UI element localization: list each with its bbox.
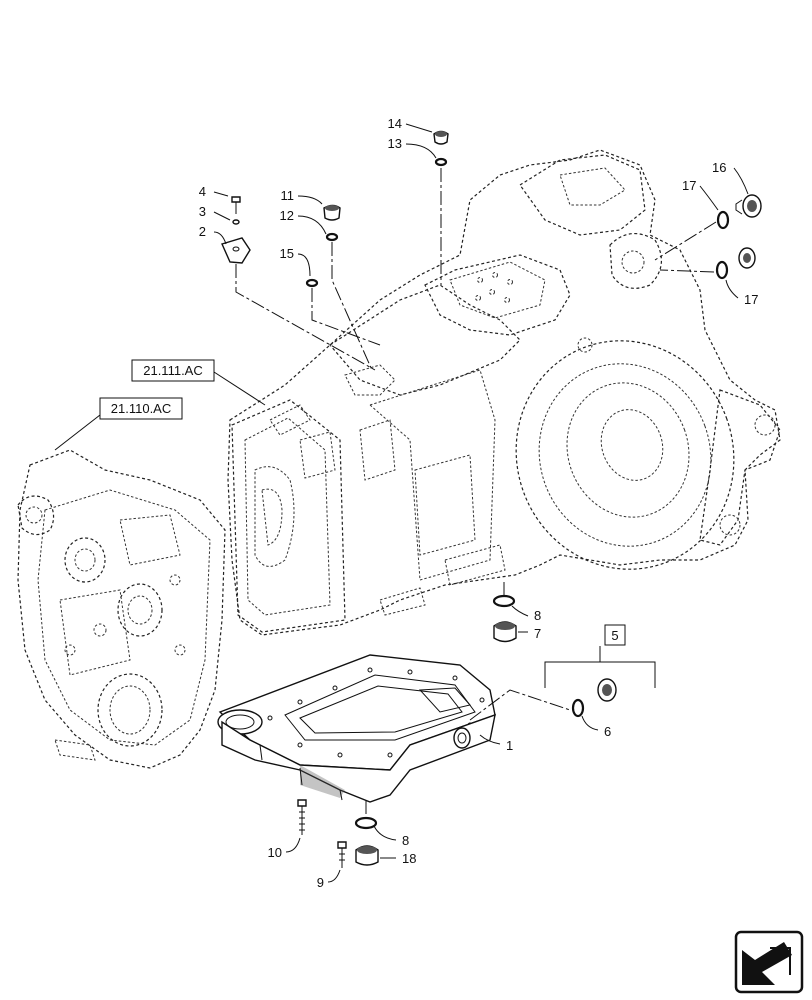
callout-7: 7 <box>534 626 541 641</box>
oring-item-17-upper <box>716 210 730 230</box>
reference-box-front[interactable]: 21.110.AC <box>99 397 183 420</box>
oring-item-15 <box>305 278 319 288</box>
kit-box-5: 5 <box>604 624 626 646</box>
fitting-right-lower <box>738 247 756 269</box>
callout-13: 13 <box>388 136 402 151</box>
plug-item-7 <box>493 621 517 643</box>
oring-item-12 <box>325 232 339 242</box>
bolt-item-10 <box>297 799 307 835</box>
callout-11: 11 <box>281 188 295 203</box>
callout-8-lower: 8 <box>402 833 409 848</box>
callout-12: 12 <box>280 208 294 223</box>
washer-item-3 <box>232 219 240 225</box>
kit-label: 5 <box>611 628 618 643</box>
bolt-item-9 <box>337 841 347 868</box>
plug-item-14 <box>433 130 449 145</box>
reference-front-label: 21.110.AC <box>111 401 171 416</box>
reference-box-rear[interactable]: 21.111.AC <box>131 359 215 382</box>
callout-15: 15 <box>280 246 294 261</box>
oil-pan <box>217 654 496 803</box>
plug-item-5 <box>597 678 617 702</box>
plug-item-11 <box>323 204 341 221</box>
callout-labels: 4 3 2 11 12 15 14 13 16 17 17 8 7 6 1 10… <box>199 116 759 890</box>
oring-item-13 <box>434 157 448 167</box>
oring-item-6 <box>571 698 585 718</box>
oring-item-17-lower <box>715 260 729 280</box>
callout-6: 6 <box>604 724 611 739</box>
callout-16: 16 <box>712 160 726 175</box>
callout-3: 3 <box>199 204 206 219</box>
callout-14: 14 <box>388 116 402 131</box>
reference-rear-label: 21.111.AC <box>143 363 203 378</box>
navigation-arrow-icon[interactable] <box>734 930 804 994</box>
rear-axle-housing <box>227 149 781 636</box>
plug-item-16 <box>735 194 762 218</box>
front-transmission-housing <box>17 449 226 769</box>
callout-2: 2 <box>199 224 206 239</box>
callout-4: 4 <box>199 184 206 199</box>
bolt-item-4 <box>231 196 241 214</box>
callout-17-lower: 17 <box>744 292 758 307</box>
callout-8-upper: 8 <box>534 608 541 623</box>
oring-item-8-upper <box>492 594 516 608</box>
callout-17-upper: 17 <box>682 178 696 193</box>
callout-9: 9 <box>317 875 324 890</box>
callout-18: 18 <box>402 851 416 866</box>
leader-lines <box>54 123 749 883</box>
bracket-item-2 <box>221 237 251 264</box>
plug-item-18 <box>355 845 379 866</box>
callout-1: 1 <box>506 738 513 753</box>
assembly-lines <box>235 168 717 816</box>
oring-item-8-lower <box>354 816 378 830</box>
callout-10: 10 <box>268 845 282 860</box>
